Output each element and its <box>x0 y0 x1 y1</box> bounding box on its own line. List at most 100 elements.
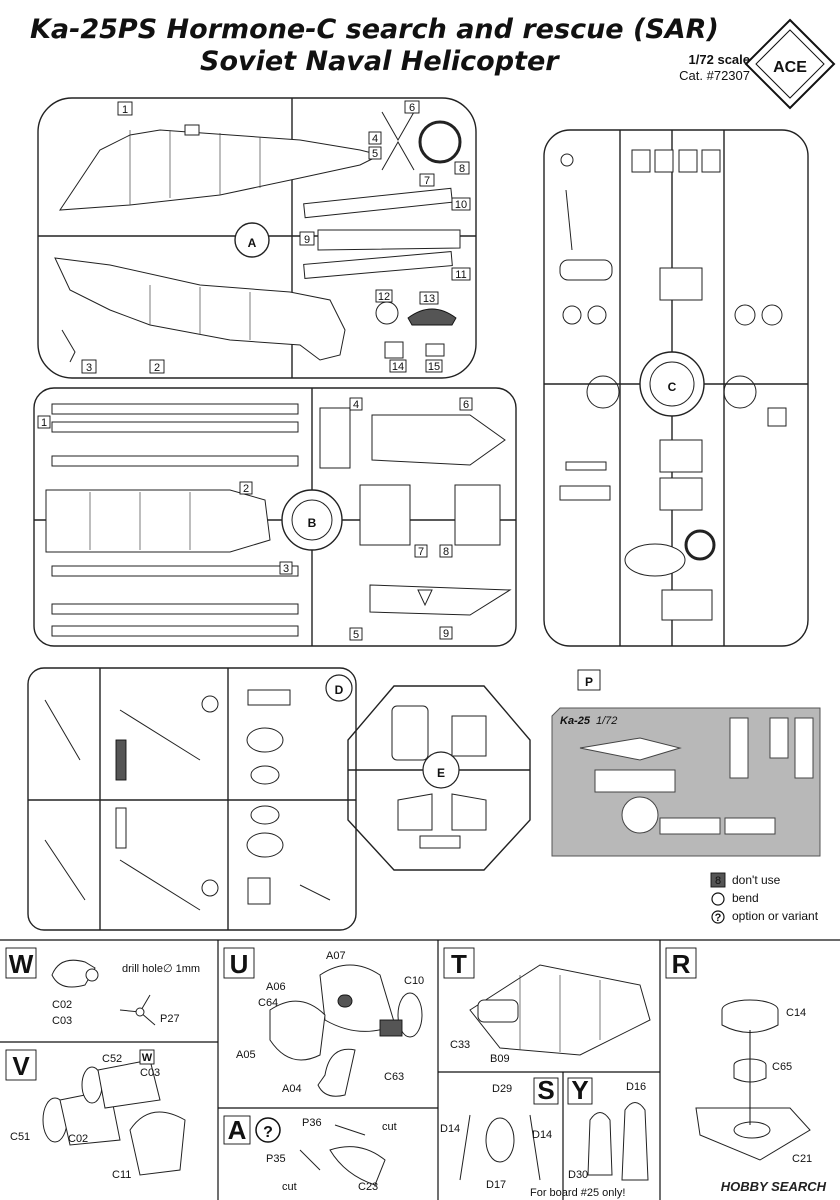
svg-text:?: ? <box>715 912 722 924</box>
svg-text:S: S <box>537 1075 554 1105</box>
svg-text:A07: A07 <box>326 950 346 962</box>
sprue-c: C <box>543 129 809 647</box>
cabin-floor <box>45 489 271 553</box>
svg-text:P27: P27 <box>160 1013 180 1025</box>
svg-text:D30: D30 <box>568 1169 588 1181</box>
svg-text:8: 8 <box>459 163 465 175</box>
svg-text:P36: P36 <box>302 1117 322 1129</box>
sprue-b: B 1 2 3 4 5 6 7 8 9 <box>33 387 517 647</box>
sprue-e-letter: E <box>437 766 445 780</box>
svg-text:C14: C14 <box>786 1007 806 1019</box>
svg-text:15: 15 <box>428 361 440 373</box>
svg-text:6: 6 <box>463 399 469 411</box>
bend-icon <box>711 892 725 906</box>
svg-text:5: 5 <box>353 629 359 641</box>
assembly-steps: W drill hole∅ 1mm C02 C03 P27 V C52 W C0… <box>0 939 840 1200</box>
svg-text:D14: D14 <box>440 1123 460 1135</box>
watermark: HOBBY SEARCH <box>720 1179 826 1194</box>
svg-text:3: 3 <box>86 362 92 374</box>
svg-text:8: 8 <box>443 546 449 558</box>
part-b9 <box>369 584 512 616</box>
part-a9 <box>317 229 461 251</box>
step-r: R C14 C65 C21 <box>665 947 812 1165</box>
svg-text:7: 7 <box>424 175 430 187</box>
svg-text:A06: A06 <box>266 981 286 993</box>
svg-text:C02: C02 <box>52 999 72 1011</box>
fret-p-letter: P <box>585 675 593 689</box>
part-a4-a5 <box>381 111 415 171</box>
svg-text:C23: C23 <box>358 1181 378 1193</box>
catalog-number: Cat. #72307 <box>679 68 750 83</box>
sprue-d-letter: D <box>335 683 344 697</box>
title-line-2: Soviet Naval Helicopter <box>200 46 559 77</box>
svg-text:13: 13 <box>423 293 435 305</box>
step-v: V C52 W C03 C51 C02 C11 <box>5 1049 186 1181</box>
svg-text:1/72: 1/72 <box>596 715 617 727</box>
legend-dont-use-mark: 8 <box>715 875 721 887</box>
svg-text:10: 10 <box>455 199 467 211</box>
sprue-b-letter: B <box>308 516 317 530</box>
svg-text:A05: A05 <box>236 1049 256 1061</box>
svg-text:9: 9 <box>443 628 449 640</box>
svg-text:C10: C10 <box>404 975 424 987</box>
svg-text:C03: C03 <box>52 1015 72 1027</box>
svg-text:B09: B09 <box>490 1053 510 1065</box>
svg-text:14: 14 <box>392 361 404 373</box>
step-y: Y D16 D30 For board #25 only! <box>530 1075 649 1199</box>
step-a-option: A ? P36 P35 C23 cut cut <box>223 1115 397 1193</box>
svg-text:cut: cut <box>382 1121 397 1133</box>
svg-text:6: 6 <box>409 102 415 114</box>
svg-text:C02: C02 <box>68 1133 88 1145</box>
svg-text:For board #25 only!: For board #25 only! <box>530 1187 625 1199</box>
sprue-e: E <box>347 685 531 871</box>
part-b6 <box>371 414 506 466</box>
svg-text:T: T <box>451 949 467 979</box>
sprue-d: D <box>27 667 357 931</box>
svg-text:12: 12 <box>378 291 390 303</box>
step-s: S D29 D14 D14 D17 <box>440 1075 559 1191</box>
svg-text:5: 5 <box>372 148 378 160</box>
svg-text:4: 4 <box>372 133 378 145</box>
svg-text:C52: C52 <box>102 1053 122 1065</box>
svg-text:1: 1 <box>122 104 128 116</box>
svg-text:C51: C51 <box>10 1131 30 1143</box>
svg-text:A04: A04 <box>282 1083 302 1095</box>
legend-bend: bend <box>732 891 759 905</box>
svg-text:Y: Y <box>571 1075 588 1105</box>
svg-text:P35: P35 <box>266 1153 286 1165</box>
svg-text:cut: cut <box>282 1181 297 1193</box>
legend: 8 ? <box>710 872 726 924</box>
svg-text:11: 11 <box>455 269 466 281</box>
svg-text:C03: C03 <box>140 1067 160 1079</box>
svg-text:C63: C63 <box>384 1071 404 1083</box>
svg-text:U: U <box>230 949 249 979</box>
svg-text:9: 9 <box>304 234 310 246</box>
svg-text:Ka-25: Ka-25 <box>560 715 591 727</box>
svg-text:D17: D17 <box>486 1179 506 1191</box>
photo-etch-fret-p: P Ka-25 1/72 <box>551 669 821 857</box>
svg-text:C65: C65 <box>772 1061 792 1073</box>
svg-text:A: A <box>228 1115 247 1145</box>
svg-text:2: 2 <box>243 483 249 495</box>
svg-text:2: 2 <box>154 362 160 374</box>
title-line-1: Ka-25PS Hormone-C search and rescue (SAR… <box>30 14 719 45</box>
svg-text:C21: C21 <box>792 1153 812 1165</box>
svg-text:4: 4 <box>353 399 359 411</box>
option-icon <box>711 910 725 924</box>
legend-option: option or variant <box>732 909 819 923</box>
svg-text:3: 3 <box>283 563 289 575</box>
svg-text:D29: D29 <box>492 1083 512 1095</box>
ace-logo: ACE <box>744 18 836 110</box>
step-t: T C33 B09 <box>443 947 651 1065</box>
svg-text:D14: D14 <box>532 1129 552 1141</box>
logo-text: ACE <box>773 59 807 76</box>
svg-text:1: 1 <box>41 417 47 429</box>
svg-text:C64: C64 <box>258 997 278 1009</box>
step-u: U A07 A06 C64 C10 A05 C63 A04 <box>223 947 424 1097</box>
sprue-a-letter: A <box>248 236 257 250</box>
sprue-c-letter: C <box>668 380 677 394</box>
svg-text:7: 7 <box>418 546 424 558</box>
sprue-a: A 1 2 3 4 5 6 7 8 9 10 11 12 13 14 15 <box>37 97 477 379</box>
svg-text:C33: C33 <box>450 1039 470 1051</box>
